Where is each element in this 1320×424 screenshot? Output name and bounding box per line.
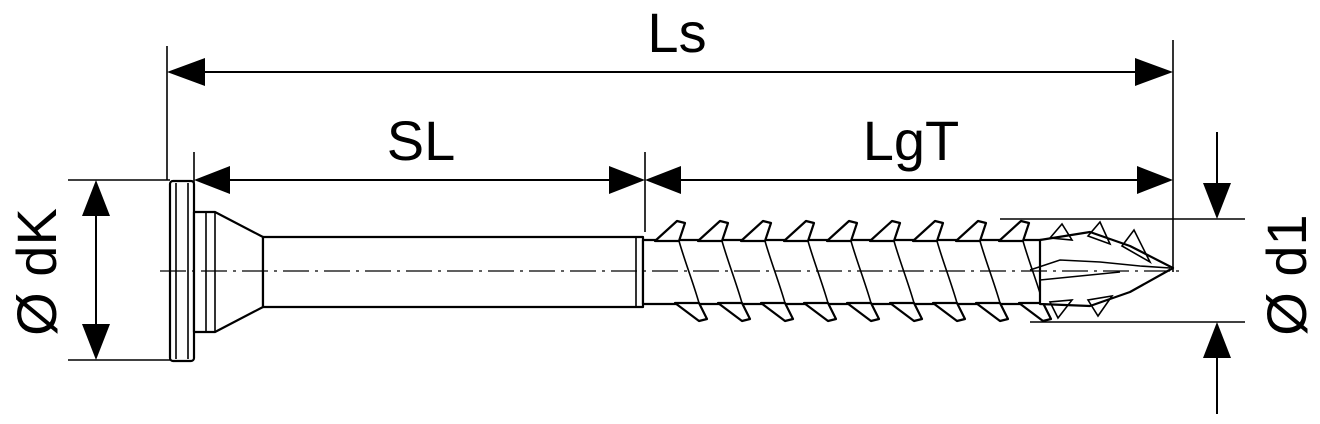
ls-label: Ls <box>647 1 706 64</box>
sl-label: SL <box>387 109 456 172</box>
thread-crest-upper <box>911 219 945 243</box>
screw-tip <box>1038 230 1175 308</box>
sl-dimension: SL <box>194 109 645 194</box>
thread-helix <box>979 240 1001 304</box>
thread-crest-upper <box>739 219 773 243</box>
screw-thread-core <box>641 238 1055 306</box>
lgt-label: LgT <box>863 109 960 172</box>
thread-crest-lower <box>673 301 709 323</box>
thread-crest-lower <box>802 301 838 323</box>
extension-lines <box>68 40 1245 361</box>
thread-crest-lower <box>1017 301 1053 323</box>
thread-helix <box>807 240 829 304</box>
thread-crest-upper <box>868 219 902 243</box>
thread-crest-lower <box>716 301 752 323</box>
screw-countersink <box>192 210 265 334</box>
thread-crest-lower <box>888 301 924 323</box>
lgt-dimension: LgT <box>645 109 1173 194</box>
thread-crest-upper <box>954 219 988 243</box>
thread-crest-lower <box>974 301 1010 323</box>
thread-crest-lower <box>931 301 967 323</box>
thread-crest-upper <box>782 219 816 243</box>
thread-helix <box>893 240 915 304</box>
thread-helix <box>721 240 743 304</box>
d1-dimension: Ø d1 <box>1203 132 1318 414</box>
thread-helix <box>678 240 700 304</box>
thread-crest-lower <box>759 301 795 323</box>
dk-label: Ø dK <box>5 208 68 336</box>
thread-helix <box>936 240 958 304</box>
thread-helix <box>850 240 872 304</box>
dk-dimension: Ø dK <box>5 180 110 360</box>
thread-crest-upper <box>696 219 730 243</box>
screw-threads <box>653 219 1053 323</box>
d1-label: Ø d1 <box>1255 214 1318 335</box>
thread-crest-upper <box>825 219 859 243</box>
screw <box>168 179 1175 363</box>
thread-crest-upper <box>653 219 687 243</box>
ls-dimension: Ls <box>167 1 1173 86</box>
screw-shank <box>261 235 645 309</box>
thread-crest-lower <box>845 301 881 323</box>
thread-helix <box>764 240 786 304</box>
thread-crest-upper <box>997 219 1031 243</box>
